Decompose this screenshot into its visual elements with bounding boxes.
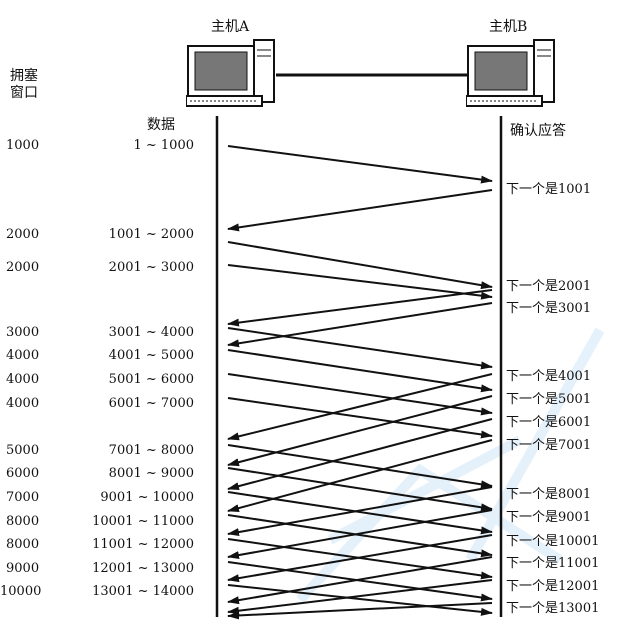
host-a-computer-icon (186, 38, 278, 112)
ack-label: 下一个是2001 (506, 280, 591, 294)
host-a-label: 主机A (211, 20, 249, 34)
ack-label: 下一个是7001 (506, 439, 591, 453)
ack-label: 下一个是12001 (506, 580, 599, 594)
data-range: 5001 ~ 6000 (4, 373, 194, 387)
ack-arrow (228, 190, 492, 229)
data-range: 9001 ~ 10000 (4, 491, 194, 505)
ack-header: 确认应答 (510, 124, 566, 138)
ack-label: 下一个是4001 (506, 370, 591, 384)
ack-label: 下一个是3001 (506, 302, 591, 316)
data-segment-arrow (228, 146, 492, 181)
data-segment-arrow (228, 328, 492, 367)
data-range: 11001 ~ 12000 (4, 538, 194, 552)
ack-label: 下一个是10001 (506, 535, 599, 549)
ack-label: 下一个是11001 (506, 557, 599, 571)
data-range: 10001 ~ 11000 (4, 515, 194, 529)
data-range: 12001 ~ 13000 (4, 562, 194, 576)
data-range: 13001 ~ 14000 (4, 585, 194, 599)
ack-label: 下一个是6001 (506, 416, 591, 430)
data-range: 1 ~ 1000 (4, 139, 194, 153)
ack-label: 下一个是9001 (506, 511, 591, 525)
data-range: 7001 ~ 8000 (4, 444, 194, 458)
data-range: 8001 ~ 9000 (4, 467, 194, 481)
ack-label: 下一个是13001 (506, 602, 599, 616)
ack-label: 下一个是8001 (506, 488, 591, 502)
ack-label: 下一个是5001 (506, 393, 591, 407)
cwnd-header: 拥塞 窗口 (10, 68, 38, 102)
ack-arrow (228, 290, 492, 324)
data-range: 2001 ~ 3000 (4, 261, 194, 275)
ack-arrow (228, 303, 492, 345)
host-b-computer-icon (466, 38, 558, 112)
ack-label: 下一个是1001 (506, 183, 591, 197)
host-b-label: 主机B (489, 20, 527, 34)
data-range: 1001 ~ 2000 (4, 228, 194, 242)
data-header: 数据 (147, 118, 175, 132)
data-range: 4001 ~ 5000 (4, 349, 194, 363)
data-range: 3001 ~ 4000 (4, 326, 194, 340)
data-range: 6001 ~ 7000 (4, 397, 194, 411)
